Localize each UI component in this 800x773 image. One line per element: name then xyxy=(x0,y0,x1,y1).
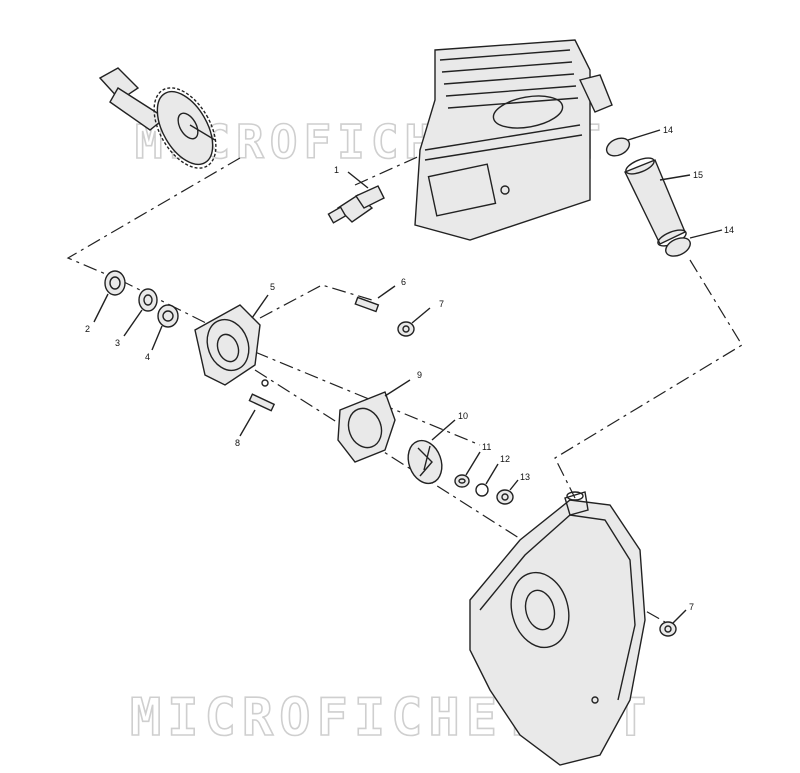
callout-5: 5 xyxy=(270,282,275,292)
callout-2: 2 xyxy=(85,324,90,334)
callout-labels: 1 2 3 4 5 6 7 7 8 9 10 11 12 13 14 14 15 xyxy=(85,125,734,612)
callout-14-lower: 14 xyxy=(724,225,734,235)
callout-7-upper: 7 xyxy=(439,299,444,309)
callout-7-lower: 7 xyxy=(689,602,694,612)
part-13-nut xyxy=(496,479,519,505)
callout-3: 3 xyxy=(115,338,120,348)
part-12-lock-washer xyxy=(475,463,499,497)
part-14-clamp-lower xyxy=(665,229,723,257)
part-7-nut-upper xyxy=(397,307,431,337)
part-15-hose xyxy=(624,157,691,247)
part-9-gasket xyxy=(337,379,411,463)
callout-15: 15 xyxy=(693,170,703,180)
cylinder-head xyxy=(414,39,613,241)
crankcase-cover xyxy=(469,491,646,766)
part-14-clamp-upper xyxy=(605,129,661,157)
part-8-stud xyxy=(239,393,276,437)
part-10-impeller xyxy=(407,419,456,485)
callout-1: 1 xyxy=(334,165,339,175)
part-3-bearing xyxy=(123,288,158,337)
callout-14-upper: 14 xyxy=(663,125,673,135)
callout-9: 9 xyxy=(417,370,422,380)
callout-6: 6 xyxy=(401,277,406,287)
callout-11: 11 xyxy=(482,442,491,452)
callout-4: 4 xyxy=(145,352,150,362)
callout-8: 8 xyxy=(235,438,240,448)
callout-13: 13 xyxy=(520,472,530,482)
part-4-seal xyxy=(151,304,179,351)
part-5-pump-housing xyxy=(194,294,269,387)
callout-12: 12 xyxy=(500,454,510,464)
part-6-stud xyxy=(354,285,396,313)
part-1-temp-sensor xyxy=(327,171,385,224)
crankshaft-gear xyxy=(98,67,217,169)
callout-10: 10 xyxy=(458,411,468,421)
part-2-bearing xyxy=(93,270,126,323)
part-7-nut-lower xyxy=(659,609,687,637)
part-11-washer xyxy=(454,451,481,488)
